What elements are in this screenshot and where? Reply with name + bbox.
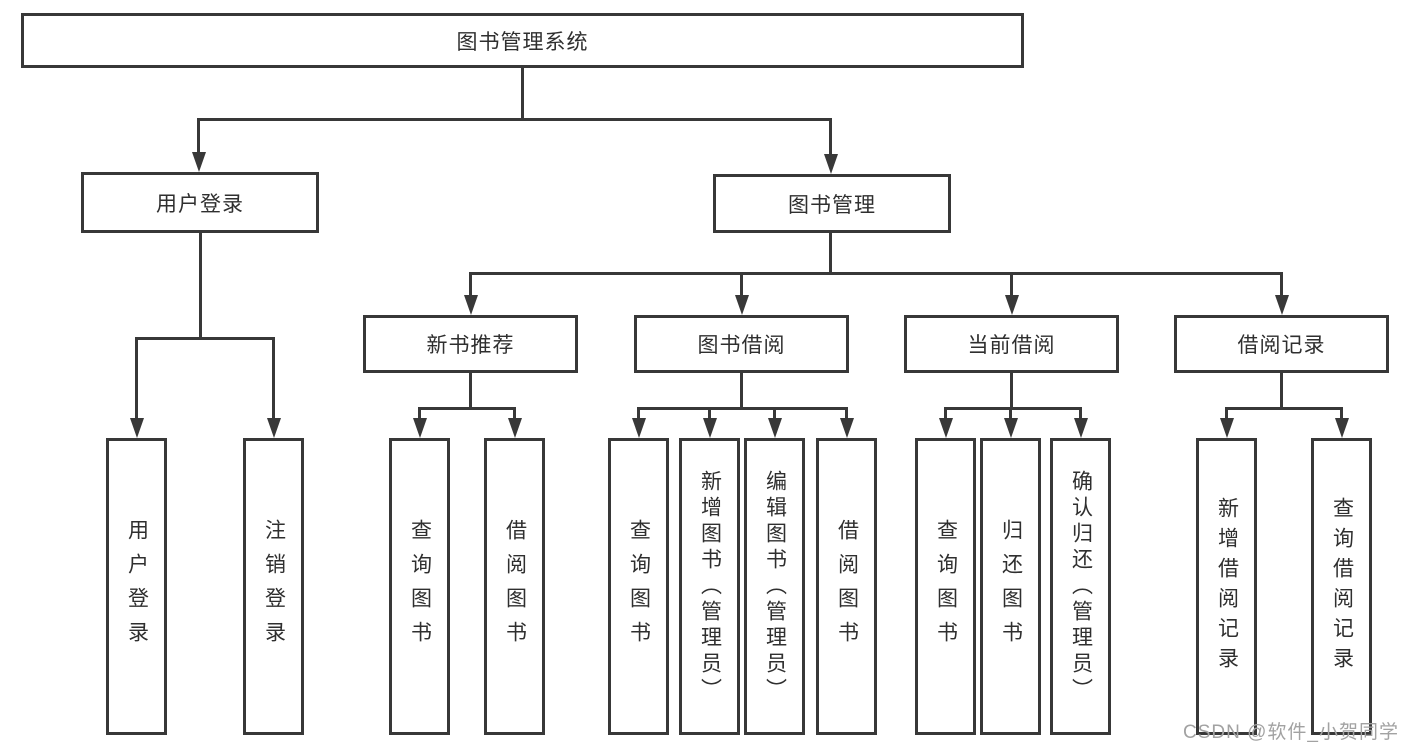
node-book-borrowing: 图书借阅 [634,315,849,373]
leaf-logout: 注销登录 [243,438,304,735]
arrowhead-leaf-return-books-icon [1003,418,1018,438]
node-book-management: 图书管理 [713,174,951,233]
connector-root-stub [521,68,524,118]
connector-to-leaf-borrow-books [845,407,848,420]
leaf-label: 归还图书 [999,518,1023,655]
leaf-return-books: 归还图书 [980,438,1041,735]
leaf-label: 查询图书 [934,518,958,655]
connector-recommend-horizontal [418,407,516,410]
leaf-label: 注销登录 [262,518,286,655]
connector-to-leaf-return-books [1009,407,1012,420]
arrowhead-leaf-borrow-books-icon [839,418,854,438]
leaf-query-books-recommend: 查询图书 [389,438,450,735]
connector-book-management-stub [829,233,832,272]
arrowhead-book-borrowing-icon [734,295,749,315]
arrowhead-leaf-confirm-return-icon [1073,418,1088,438]
leaf-label: 编辑图书（管理员） [763,469,787,704]
connector-to-book-borrowing [740,272,743,297]
arrowhead-current-borrowing-icon [1004,295,1019,315]
arrowhead-leaf-query-current-icon [938,418,953,438]
connector-user-login-horizontal [135,337,275,340]
connector-to-leaf-confirm-return [1079,407,1082,420]
connector-to-borrowing-records [1280,272,1283,297]
leaf-label: 用户登录 [125,518,149,655]
node-label: 借阅记录 [1237,334,1326,357]
connector-to-leaf-query-record [1340,407,1343,420]
node-label: 图书管理 [788,193,876,217]
connector-to-leaf-logout [272,337,275,421]
arrowhead-leaf-borrow-recommend-icon [507,418,522,438]
node-label: 用户登录 [156,192,244,216]
connector-to-leaf-query-recommend [418,407,421,420]
node-label: 新书推荐 [426,334,515,357]
connector-to-leaf-query-current [944,407,947,420]
connector-to-current-borrowing [1010,272,1013,297]
connector-to-leaf-query-borrow [637,407,640,420]
connector-to-leaf-edit-book [773,407,776,420]
connector-to-book-management [829,118,832,158]
leaf-query-books-borrow: 查询图书 [608,438,669,735]
leaf-label: 新增图书（管理员） [698,469,722,704]
leaf-edit-book-admin: 编辑图书（管理员） [744,438,805,735]
arrowhead-leaf-query-borrow-icon [631,418,646,438]
leaf-add-borrow-record: 新增借阅记录 [1196,438,1257,735]
connector-to-leaf-borrow-recommend [513,407,516,420]
node-label: 当前借阅 [967,334,1056,357]
connector-to-leaf-user-login [135,337,138,421]
leaf-borrow-books: 借阅图书 [816,438,877,735]
leaf-query-books-current: 查询图书 [915,438,976,735]
arrowhead-leaf-add-book-icon [702,418,717,438]
leaf-label: 查询图书 [627,518,651,655]
node-library-management-system: 图书管理系统 [21,13,1024,68]
connector-recommend-stub [469,373,472,407]
node-label: 图书借阅 [697,334,786,357]
leaf-label: 查询图书 [408,518,432,655]
leaf-label: 新增借阅记录 [1215,496,1239,677]
connector-borrowing-stub [740,373,743,407]
arrowhead-leaf-query-recommend-icon [412,418,427,438]
leaf-borrow-books-recommend: 借阅图书 [484,438,545,735]
connector-to-user-login [197,118,200,156]
connector-current-stub [1010,373,1013,407]
leaf-label: 查询借阅记录 [1330,496,1354,677]
leaf-label: 确认归还（管理员） [1069,469,1093,704]
arrowhead-user-login-icon [191,152,206,172]
leaf-add-book-admin: 新增图书（管理员） [679,438,740,735]
arrowhead-new-book-recommend-icon [463,295,478,315]
connector-user-login-stub [198,233,202,337]
connector-borrowing-horizontal [637,407,848,410]
connector-to-new-book-recommend [469,272,472,297]
leaf-label: 借阅图书 [835,518,859,655]
csdn-watermark: CSDN @软件_小贺同学 [1183,722,1399,743]
node-borrowing-records: 借阅记录 [1174,315,1389,373]
connector-to-leaf-add-book [708,407,711,420]
arrowhead-leaf-query-record-icon [1334,418,1349,438]
connector-current-horizontal [944,407,1082,410]
node-user-login: 用户登录 [81,172,319,233]
node-current-borrowing: 当前借阅 [904,315,1119,373]
connector-records-stub [1280,373,1283,407]
leaf-label: 借阅图书 [503,518,527,655]
leaf-query-borrow-record: 查询借阅记录 [1311,438,1372,735]
arrowhead-borrowing-records-icon [1274,295,1289,315]
leaf-confirm-return-admin: 确认归还（管理员） [1050,438,1111,735]
arrowhead-leaf-logout-icon [266,418,281,438]
leaf-user-login: 用户登录 [106,438,167,735]
connector-root-horizontal [197,118,832,121]
node-new-book-recommend: 新书推荐 [363,315,578,373]
arrowhead-leaf-edit-book-icon [767,418,782,438]
arrowhead-leaf-add-record-icon [1219,418,1234,438]
arrowhead-leaf-user-login-icon [129,418,144,438]
connector-to-leaf-add-record [1225,407,1228,420]
connector-records-horizontal [1225,407,1343,410]
arrowhead-book-management-icon [823,154,838,174]
connector-level2-horizontal [469,272,1283,275]
node-label: 图书管理系统 [456,30,589,54]
